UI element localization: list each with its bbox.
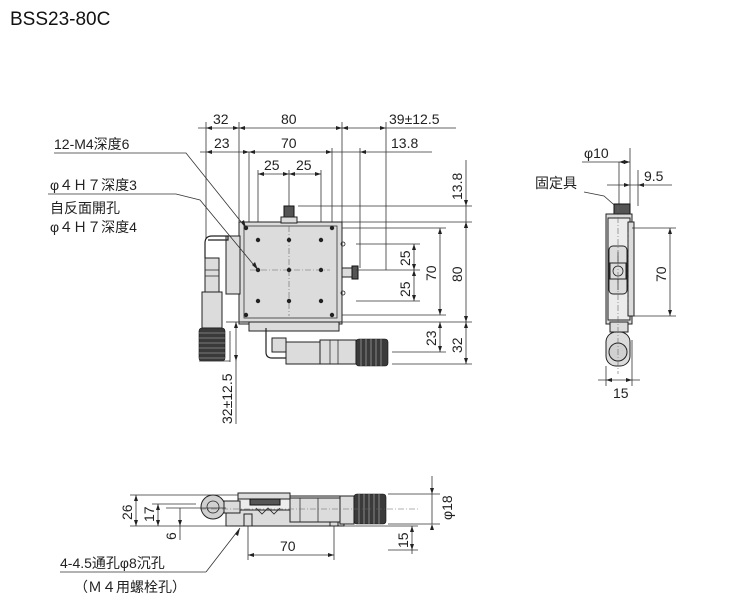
dim-23-right: 23 (423, 330, 439, 346)
dim-80-right: 80 (449, 266, 465, 282)
front-dim-17: 17 (141, 506, 157, 522)
dim-32-left: 32 (213, 111, 229, 127)
note-tapped-holes: 12-M4深度6 (54, 136, 130, 152)
note-reverse-label: 自反面開孔 (50, 200, 120, 216)
front-note-mount-bolt: （Ｍ４用螺栓孔） (74, 579, 186, 595)
note-pin-hole: φ４Ｈ７深度3 (50, 177, 137, 193)
front-view: 26 17 6 φ18 15 70 4-4.5通孔φ8沉孔 （Ｍ４ (60, 476, 455, 595)
micrometer-head-left (198, 257, 226, 362)
front-dim-6: 6 (163, 532, 179, 540)
dim-23-top: 23 (214, 135, 230, 151)
side-dim-9-5: 9.5 (644, 168, 664, 184)
dim-32-travel: 32±12.5 (219, 373, 235, 424)
front-dim-26: 26 (119, 504, 135, 520)
dim-13-8-top: 13.8 (391, 135, 418, 151)
dim-70-right: 70 (423, 265, 439, 281)
front-dim-15: 15 (395, 532, 411, 548)
model-title: BSS23-80C (10, 9, 110, 30)
dim-25-right-2: 25 (397, 281, 413, 297)
dim-25-right-1: 25 (397, 250, 413, 266)
front-dim-phi18: φ18 (439, 495, 455, 520)
side-view: φ10 9.5 固定具 70 (535, 145, 676, 401)
side-dim-15: 15 (613, 385, 629, 401)
dim-39-travel: 39±12.5 (389, 111, 440, 127)
dim-32-right: 32 (449, 337, 465, 353)
micrometer-head-bottom (265, 328, 389, 367)
dim-25-b: 25 (296, 157, 312, 173)
side-label-clamp: 固定具 (535, 175, 577, 191)
dim-25-a: 25 (264, 157, 280, 173)
note-reverse-hole: φ４Ｈ７深度4 (50, 219, 137, 235)
top-view: 32 80 39±12.5 23 70 13.8 25 25 (48, 111, 472, 424)
front-dim-70: 70 (280, 538, 296, 554)
dim-80-top: 80 (281, 111, 297, 127)
side-dim-70: 70 (653, 266, 669, 282)
dim-13-8-right: 13.8 (449, 173, 465, 200)
dim-70-top: 70 (281, 135, 297, 151)
mounting-hole-grid (243, 225, 346, 318)
side-dim-phi10: φ10 (584, 145, 609, 161)
front-note-mount-holes: 4-4.5通孔φ8沉孔 (60, 555, 165, 571)
